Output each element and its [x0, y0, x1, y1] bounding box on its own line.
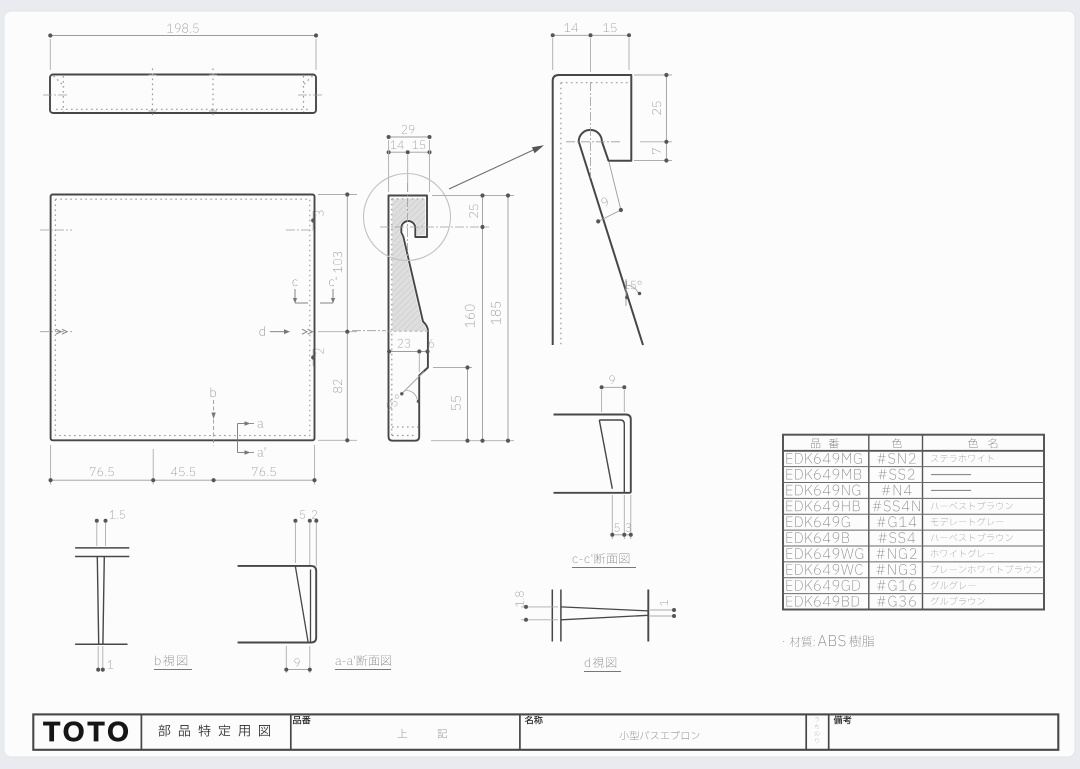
svg-text:TOTO: TOTO: [43, 716, 132, 747]
